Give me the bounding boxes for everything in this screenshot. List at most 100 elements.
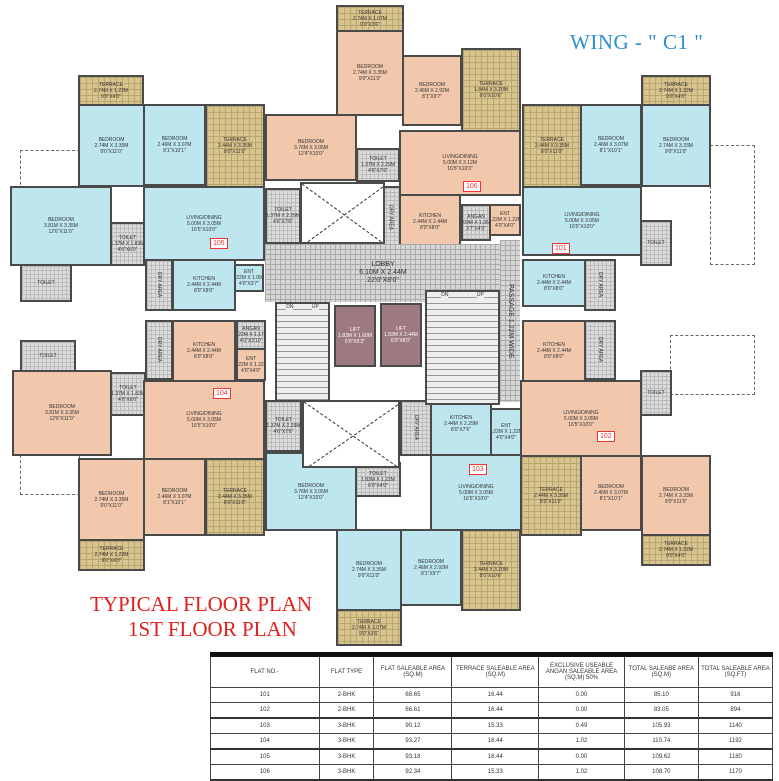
room-name: KITCHEN bbox=[193, 342, 215, 348]
room-name: KITCHEN bbox=[543, 342, 565, 348]
room-name: BEDROOM bbox=[598, 136, 624, 142]
room-name: BEDROOM bbox=[419, 81, 445, 88]
room-dimensions-metric: 2.74M X 1.07M bbox=[353, 15, 387, 22]
room-name: TERRACE bbox=[479, 561, 503, 567]
table-cell: 1180 bbox=[697, 748, 774, 765]
room-name: TERRACE bbox=[358, 9, 382, 16]
open-projection-outline bbox=[670, 335, 755, 395]
room-name: ENT bbox=[501, 423, 511, 429]
room-name: BEDROOM bbox=[49, 404, 75, 410]
room-name: DRY AREA bbox=[597, 337, 603, 363]
room-dimensions-imperial: 6'0"X8'0" bbox=[391, 338, 411, 344]
table-cell: 894 bbox=[697, 702, 774, 719]
room-name: LIVING/DINING bbox=[186, 411, 222, 417]
room-dimensions-imperial: 8'0"X8'0" bbox=[420, 225, 440, 231]
table-cell: 66.61 bbox=[373, 702, 453, 719]
table-cell: 1.02 bbox=[538, 733, 625, 750]
room-dimensions-metric: 5.00M X 3.12M bbox=[443, 160, 477, 166]
table-cell: 16.44 bbox=[451, 687, 540, 703]
room-dimensions-metric: 3.76M X 3.05M bbox=[294, 144, 328, 151]
room-dimensions-imperial: 8'1"X10'1" bbox=[163, 500, 186, 506]
room-dimensions-metric: 1.22M X 1.22M bbox=[489, 217, 521, 223]
room-dimensions-metric: 6.10M X 2.44M bbox=[359, 269, 407, 276]
stair-up-label: UP bbox=[476, 292, 484, 298]
room-dimensions-imperial: 6'0"X10'6" bbox=[479, 93, 503, 99]
flat-104-toilet-room: TOILET bbox=[20, 340, 76, 372]
room-name: BEDROOM bbox=[98, 490, 125, 497]
table-cell: 16.44 bbox=[451, 733, 540, 750]
plan-title-typical: TYPICAL FLOOR PLAN bbox=[90, 592, 313, 616]
table-cell: 90.12 bbox=[373, 717, 453, 734]
room-dimensions-metric: 2.74M X 1.07M bbox=[352, 624, 386, 631]
flat-number-105: 105 bbox=[210, 238, 228, 249]
table-cell: 3-BHK bbox=[318, 733, 375, 750]
room-dimensions-metric: 1.83M X 2.44M bbox=[384, 332, 418, 338]
table-cell: 0.49 bbox=[538, 717, 625, 734]
room-name: LIFT bbox=[395, 326, 407, 332]
room-dimensions-imperial: 8'0"X11'0" bbox=[223, 500, 247, 506]
room-dimensions-imperial: 16'5"X10'3" bbox=[447, 166, 473, 172]
table-cell: 93.27 bbox=[373, 733, 453, 750]
table-cell: 103 bbox=[210, 717, 320, 734]
stair-down-label: DN bbox=[441, 292, 449, 298]
room-dimensions-imperial: 16'5"X10'0" bbox=[568, 421, 594, 428]
duct-cross-icon bbox=[302, 184, 383, 242]
room-name: TOILET bbox=[647, 240, 665, 246]
table-cell: 1.02 bbox=[538, 764, 625, 781]
room-dimensions-metric: 1.37M X 2.29M bbox=[266, 423, 301, 429]
wing-title: WING - " C1 " bbox=[570, 30, 704, 54]
table-cell: 92.34 bbox=[373, 764, 453, 781]
room-dimensions-metric: 5.00M X 3.05M bbox=[565, 218, 599, 224]
room-dimensions-imperial: 16'5"X10'0" bbox=[569, 224, 595, 230]
room-name: LIVING/DINING bbox=[186, 214, 222, 221]
room-name: ENT bbox=[500, 211, 510, 217]
room-name: TOILET bbox=[119, 385, 137, 391]
open-duct bbox=[302, 400, 400, 468]
room-name: TERRACE bbox=[99, 546, 124, 552]
room-dimensions-metric: 2.74M X 3.35M bbox=[353, 70, 387, 76]
plan-title-first-floor: 1ST FLOOR PLAN bbox=[128, 617, 297, 641]
room-dimensions-metric: 3.81M X 3.35M bbox=[44, 223, 78, 229]
room-dimensions-imperial: 9'0"X3'6" bbox=[359, 630, 379, 637]
room-dimensions-metric: 2.44M X 3.35M bbox=[535, 143, 569, 149]
room-name: BEDROOM bbox=[298, 138, 324, 145]
room-dimensions-metric: 2.44M X 2.44M bbox=[413, 219, 447, 225]
room-name: BEDROOM bbox=[357, 64, 383, 70]
room-name: TERRACE bbox=[664, 81, 688, 88]
stair-down-label: DN bbox=[286, 304, 294, 310]
table-cell: 3-BHK bbox=[318, 717, 375, 734]
room-name: TOILET bbox=[37, 280, 55, 286]
room-name: TERRACE bbox=[223, 488, 247, 494]
room-name: TERRACE bbox=[479, 81, 503, 87]
table-cell: 0.00 bbox=[538, 687, 625, 703]
room-name: ANGAN bbox=[467, 213, 485, 220]
open-projection-outline bbox=[710, 145, 755, 265]
room-dimensions-metric: 1.22M X 1.22M bbox=[236, 361, 264, 368]
room-name: TERRACE bbox=[357, 618, 381, 625]
table-cell: 3-BHK bbox=[318, 764, 375, 781]
room-dimensions-imperial: 16'5"X10'0" bbox=[191, 423, 217, 429]
room-name: BEDROOM bbox=[298, 482, 324, 489]
room-dimensions-metric: 2.74M X 1.22M bbox=[94, 552, 129, 558]
table-cell: 105 bbox=[210, 748, 320, 765]
table-cell: 16.44 bbox=[451, 702, 540, 719]
table-cell: 2-BHK bbox=[318, 687, 375, 703]
flat-101-toilet-room: TOILET bbox=[640, 220, 672, 266]
room-name: LIFT bbox=[349, 327, 361, 333]
room-name: LOBBY bbox=[371, 261, 395, 268]
room-dimensions-metric: 2.44M X 3.35M bbox=[218, 494, 252, 500]
room-name: ANGAN bbox=[242, 326, 260, 332]
room-name: TOILET bbox=[274, 417, 293, 423]
